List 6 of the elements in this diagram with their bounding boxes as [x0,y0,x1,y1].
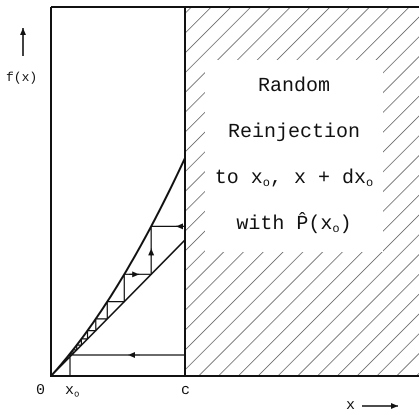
tick-label: 0 [36,383,46,398]
tick-label: x$_{o}$ [65,383,80,398]
axis-label: f(x) [6,71,38,84]
annotation-text: Random Reinjection to x$_{o}$, x + dx$_{o}$ with P̂(x$_{o}$) [205,60,383,252]
tick-label: c [181,383,190,398]
axis-label: x [346,398,356,413]
